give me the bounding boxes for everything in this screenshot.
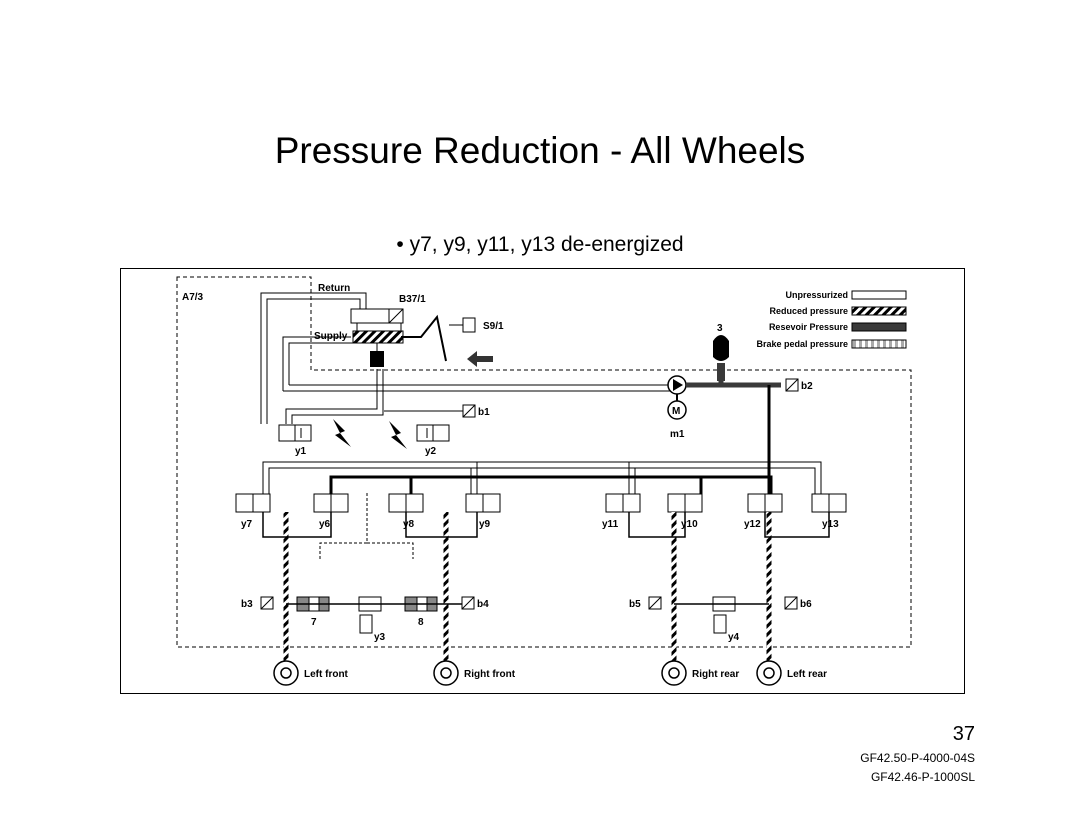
reservoir-number: 3 (717, 323, 723, 334)
valve-y13: y13 (822, 519, 839, 530)
page-number: 37 (952, 723, 975, 745)
legend-label-reservoir: Resevoir Pressure (769, 322, 848, 332)
valve-y6: y6 (319, 519, 331, 530)
valve-y2: y2 (425, 446, 437, 457)
motor-label: M (672, 406, 680, 417)
valve-y10: y10 (681, 519, 698, 530)
valve-y8: y8 (403, 519, 415, 530)
legend: Unpressurized Reduced pressure Resevoir … (756, 290, 907, 349)
slide-title: Pressure Reduction - All Wheels (274, 130, 806, 171)
sensor-b6: b6 (800, 599, 812, 610)
legend-label-reduced: Reduced pressure (769, 306, 848, 316)
wheel-right-rear: Right rear (692, 669, 739, 680)
sensor-b3: b3 (241, 599, 253, 610)
bullet-point: • y7, y9, y11, y13 de-energized (396, 233, 684, 256)
valve-y11: y11 (602, 519, 619, 530)
piston-8: 8 (418, 617, 424, 628)
wheel-left-front: Left front (304, 669, 349, 680)
sensor-b4: b4 (477, 599, 489, 610)
piston-7: 7 (311, 617, 317, 628)
valve-y9: y9 (479, 519, 491, 530)
valve-y3: y3 (374, 632, 386, 643)
hydraulic-schematic: A7/3 Return Supply B37/1 S9/1 3 M m1 b2 … (176, 276, 912, 686)
sensor-b5: b5 (629, 599, 641, 610)
valve-y7: y7 (241, 519, 253, 530)
lightning-icon (389, 421, 407, 449)
valve-y1: y1 (295, 446, 307, 457)
lightning-icon (333, 419, 351, 447)
return-label: Return (318, 283, 350, 294)
legend-label-unpressurized: Unpressurized (785, 290, 848, 300)
legend-label-pedal: Brake pedal pressure (756, 339, 848, 349)
module-label: A7/3 (182, 292, 204, 303)
reference-code: GF42.50-P-4000-04S (860, 751, 975, 765)
s9-label: S9/1 (483, 321, 504, 332)
pump-label: m1 (670, 429, 685, 440)
b37-label: B37/1 (399, 294, 426, 305)
valve-y4: y4 (728, 632, 740, 643)
wheel-left-rear: Left rear (787, 669, 827, 680)
sensor-b2: b2 (801, 381, 813, 392)
valve-y12: y12 (744, 519, 761, 530)
sensor-b1: b1 (478, 407, 490, 418)
reference-code: GF42.46-P-1000SL (870, 770, 975, 784)
wheel-right-front: Right front (464, 669, 516, 680)
hydraulic-diagram: A7/3 Return Supply B37/1 S9/1 3 M m1 b2 … (120, 268, 965, 694)
